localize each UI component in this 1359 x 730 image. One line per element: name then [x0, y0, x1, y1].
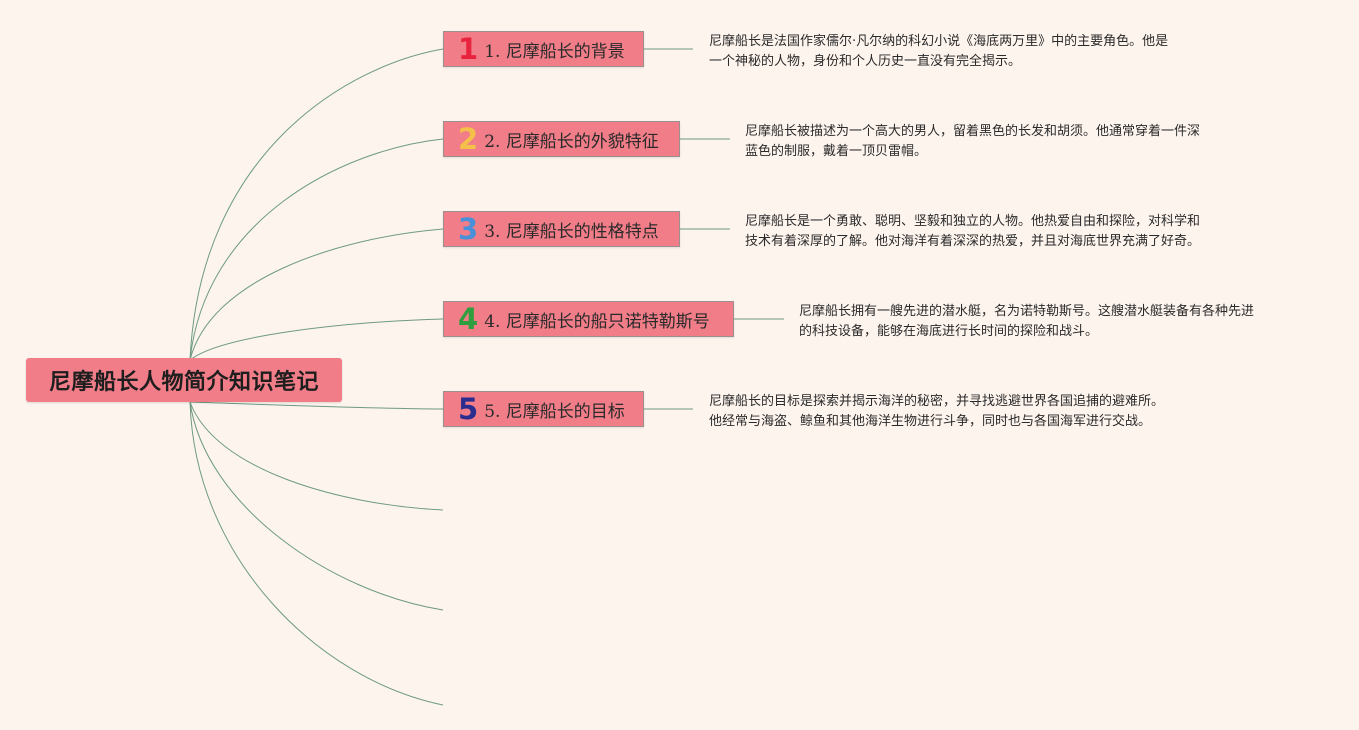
number-five-icon: 5	[458, 391, 479, 426]
branch-label: 2. 尼摩船长的外貌特征	[484, 131, 659, 152]
connector-root-empty-3	[189, 401, 444, 706]
note-line: 他经常与海盗、鲸鱼和其他海洋生物进行斗争，同时也与各国海军进行交战。	[709, 414, 1152, 429]
branch-note-4: 尼摩船长拥有一艘先进的潜水艇，名为诺特勒斯号。这艘潜水艇装备有各种先进 的科技设…	[799, 302, 1254, 342]
branch-topic-1[interactable]: 1 1. 尼摩船长的背景	[443, 31, 644, 67]
note-line: 尼摩船长拥有一艘先进的潜水艇，名为诺特勒斯号。这艘潜水艇装备有各种先进	[799, 304, 1255, 319]
note-line: 尼摩船长的目标是探索并揭示海洋的秘密，并寻找逃避世界各国追捕的避难所。	[709, 394, 1165, 409]
branch-note-3: 尼摩船长是一个勇敢、聪明、坚毅和独立的人物。他热爱自由和探险，对科学和 技术有着…	[745, 212, 1200, 252]
note-line: 尼摩船长是法国作家儒尔·凡尔纳的科幻小说《海底两万里》中的主要角色。他是	[709, 34, 1169, 49]
connector-root-branch-1	[189, 48, 444, 361]
number-one-icon: 1	[458, 31, 479, 66]
connector-root-empty-1	[189, 401, 444, 511]
number-four-icon: 4	[458, 301, 479, 336]
branch-topic-2[interactable]: 2 2. 尼摩船长的外貌特征	[443, 121, 680, 157]
branch-topic-3[interactable]: 3 3. 尼摩船长的性格特点	[443, 211, 680, 247]
connector-root-branch-4	[189, 318, 444, 361]
connector-root-branch-5	[189, 401, 444, 410]
number-three-icon: 3	[458, 211, 479, 246]
branch-note-5: 尼摩船长的目标是探索并揭示海洋的秘密，并寻找逃避世界各国追捕的避难所。 他经常与…	[709, 392, 1164, 432]
branch-label: 5. 尼摩船长的目标	[484, 401, 625, 422]
note-line: 的科技设备，能够在海底进行长时间的探险和战斗。	[799, 324, 1099, 339]
connector-root-empty-2	[189, 401, 444, 611]
note-line: 一个神秘的人物，身份和个人历史一直没有完全揭示。	[709, 54, 1022, 69]
connector-root-branch-2	[189, 138, 444, 361]
branch-topic-4[interactable]: 4 4. 尼摩船长的船只诺特勒斯号	[443, 301, 734, 337]
branch-label: 4. 尼摩船长的船只诺特勒斯号	[484, 311, 710, 332]
note-line: 技术有着深厚的了解。他对海洋有着深深的热爱，并且对海底世界充满了好奇。	[745, 234, 1201, 249]
number-two-icon: 2	[458, 121, 479, 156]
root-topic[interactable]: 尼摩船长人物简介知识笔记	[26, 358, 342, 402]
branch-label: 3. 尼摩船长的性格特点	[484, 221, 659, 242]
note-line: 尼摩船长是一个勇敢、聪明、坚毅和独立的人物。他热爱自由和探险，对科学和	[745, 214, 1201, 229]
branch-topic-5[interactable]: 5 5. 尼摩船长的目标	[443, 391, 644, 427]
note-line: 蓝色的制服，戴着一顶贝雷帽。	[745, 144, 928, 159]
branch-note-1: 尼摩船长是法国作家儒尔·凡尔纳的科幻小说《海底两万里》中的主要角色。他是 一个神…	[709, 32, 1168, 72]
branch-note-2: 尼摩船长被描述为一个高大的男人，留着黑色的长发和胡须。他通常穿着一件深 蓝色的制…	[745, 122, 1200, 162]
branch-label: 1. 尼摩船长的背景	[484, 41, 625, 62]
connector-root-branch-3	[189, 228, 444, 361]
note-line: 尼摩船长被描述为一个高大的男人，留着黑色的长发和胡须。他通常穿着一件深	[745, 124, 1201, 139]
